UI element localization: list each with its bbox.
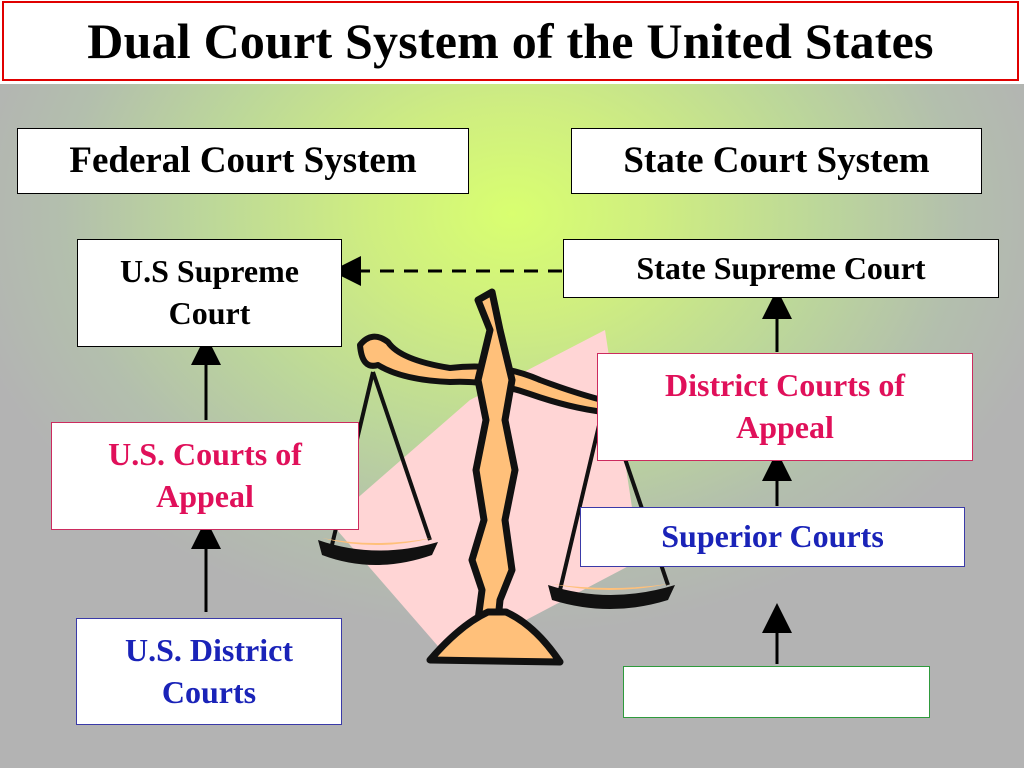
- superior-courts-label: Superior Courts: [661, 518, 884, 555]
- title-frame: Dual Court System of the United States: [2, 1, 1019, 81]
- page-title: Dual Court System of the United States: [87, 13, 934, 69]
- us-district-courts-box: U.S. District Courts: [76, 618, 342, 725]
- us-supreme-court-label: U.S Supreme Court: [120, 253, 299, 331]
- state-system-header: State Court System: [571, 128, 982, 194]
- us-supreme-court-box: U.S Supreme Court: [77, 239, 342, 347]
- district-courts-of-appeal-box: District Courts of Appeal: [597, 353, 973, 461]
- title-bar: Dual Court System of the United States: [0, 0, 1024, 84]
- federal-system-header-label: Federal Court System: [69, 139, 417, 181]
- state-system-header-label: State Court System: [623, 139, 930, 181]
- us-courts-of-appeal-box: U.S. Courts of Appeal: [51, 422, 359, 530]
- empty-lower-court-box: [623, 666, 930, 718]
- state-supreme-court-box: State Supreme Court: [563, 239, 999, 298]
- superior-courts-box: Superior Courts: [580, 507, 965, 567]
- us-district-courts-label: U.S. District Courts: [125, 631, 293, 710]
- state-supreme-court-label: State Supreme Court: [636, 249, 926, 286]
- us-courts-of-appeal-label: U.S. Courts of Appeal: [108, 436, 302, 514]
- district-courts-of-appeal-label: District Courts of Appeal: [665, 367, 905, 445]
- federal-system-header: Federal Court System: [17, 128, 469, 194]
